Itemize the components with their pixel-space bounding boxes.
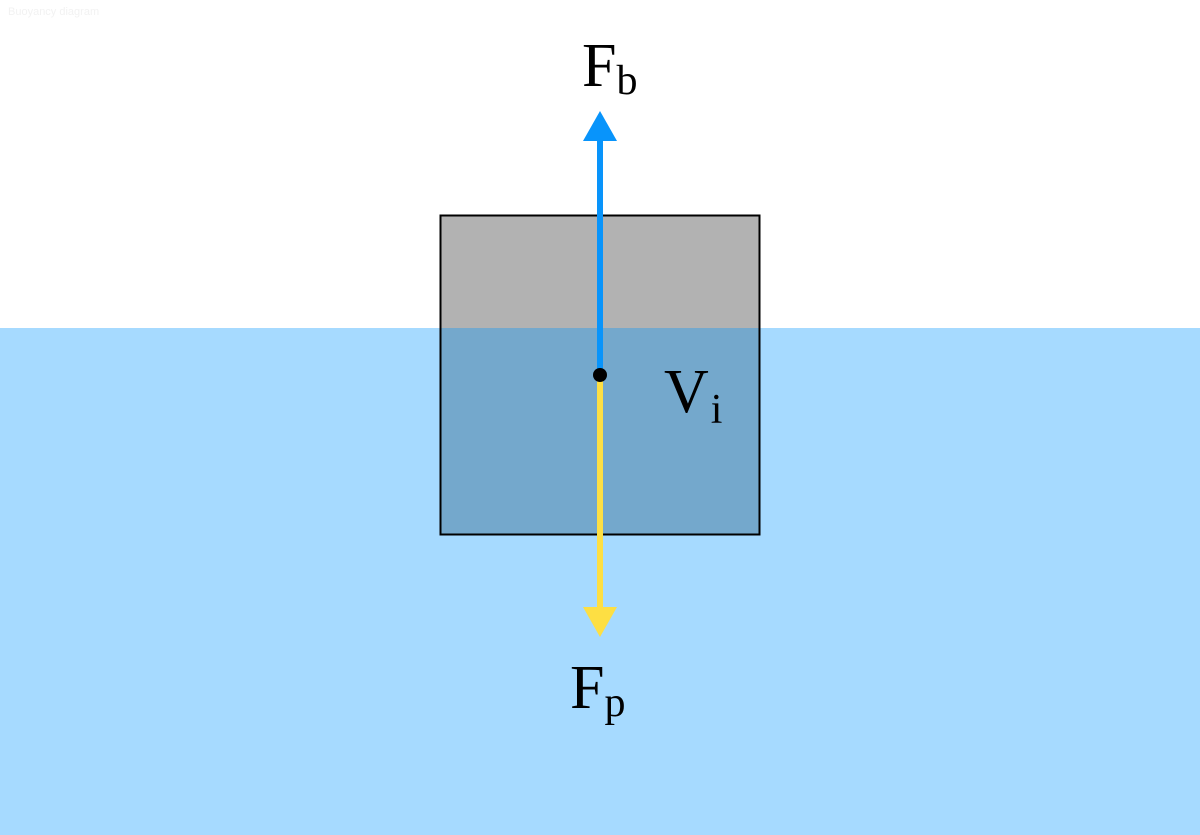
immersed-volume-label-main: V xyxy=(664,358,709,426)
diagram-title: Buoyancy diagram xyxy=(8,6,100,18)
buoyant-force-label-sub: b xyxy=(616,58,637,104)
buoyant-force-label: Fb xyxy=(582,32,637,104)
immersed-volume-label: Vi xyxy=(664,358,722,433)
weight-force-label-sub: p xyxy=(604,680,625,726)
buoyant-force-label-main: F xyxy=(582,32,616,100)
weight-force-arrow-head xyxy=(583,607,617,637)
weight-force-label-main: F xyxy=(570,654,604,722)
buoyant-force-arrow-head xyxy=(583,111,617,141)
immersed-volume-label-sub: i xyxy=(711,387,723,433)
center-of-buoyancy-point xyxy=(593,368,607,382)
weight-force-label: Fp xyxy=(570,654,625,726)
